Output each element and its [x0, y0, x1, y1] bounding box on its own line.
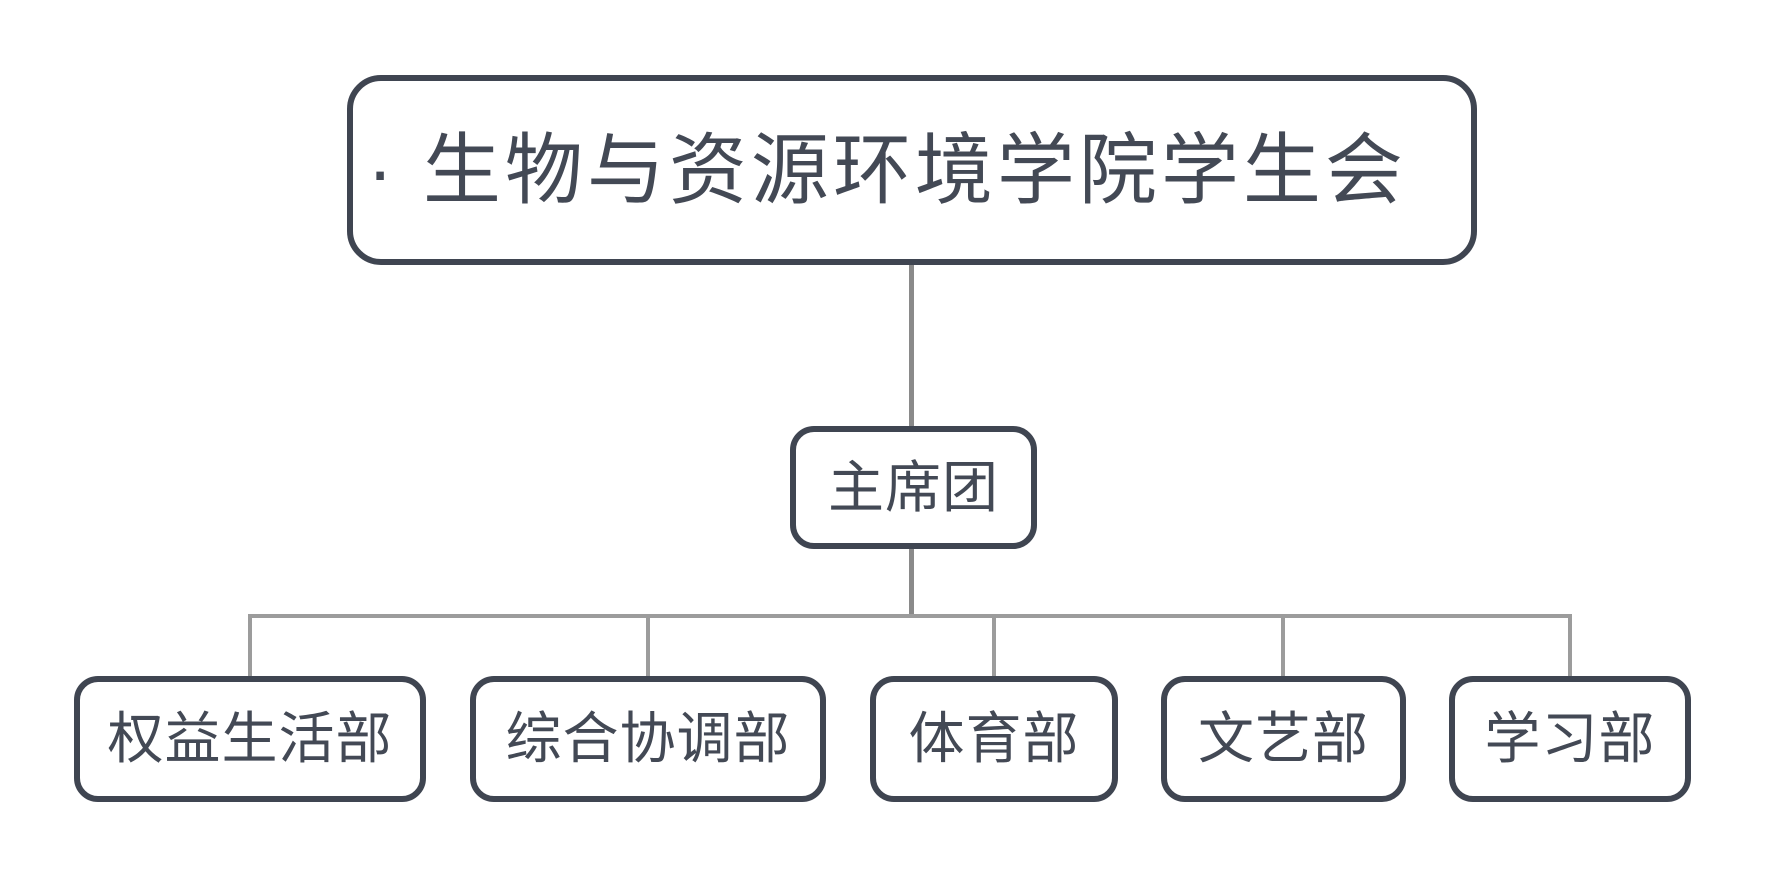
org-node-dept-study-label: 学习部	[1484, 707, 1656, 770]
org-node-root[interactable]: · 生物与资源环境学院学生会	[347, 75, 1477, 265]
org-node-dept-study[interactable]: 学习部	[1449, 676, 1691, 802]
org-node-dept-arts[interactable]: 文艺部	[1161, 676, 1406, 802]
org-node-dept-rights-life-label: 权益生活部	[107, 707, 393, 770]
org-node-presidium[interactable]: 主席团	[790, 426, 1037, 549]
org-node-dept-sports-label: 体育部	[908, 707, 1080, 770]
org-node-root-label: · 生物与资源环境学院学生会	[367, 126, 1407, 214]
connector-presidium-stem	[909, 546, 914, 618]
connector-drop-rights-life	[248, 616, 252, 678]
org-node-dept-sports[interactable]: 体育部	[870, 676, 1118, 802]
org-node-dept-rights-life[interactable]: 权益生活部	[74, 676, 426, 802]
org-node-dept-coordination-label: 综合协调部	[505, 707, 791, 770]
connector-drop-coordination	[646, 616, 650, 678]
connector-drop-study	[1568, 616, 1572, 678]
org-node-dept-coordination[interactable]: 综合协调部	[470, 676, 826, 802]
connector-horizontal-rail	[248, 614, 1572, 618]
connector-drop-sports	[992, 616, 996, 678]
connector-root-to-presidium	[909, 263, 914, 428]
connector-drop-arts	[1281, 616, 1285, 678]
org-node-dept-arts-label: 文艺部	[1198, 707, 1369, 770]
org-node-presidium-label: 主席团	[828, 455, 999, 519]
